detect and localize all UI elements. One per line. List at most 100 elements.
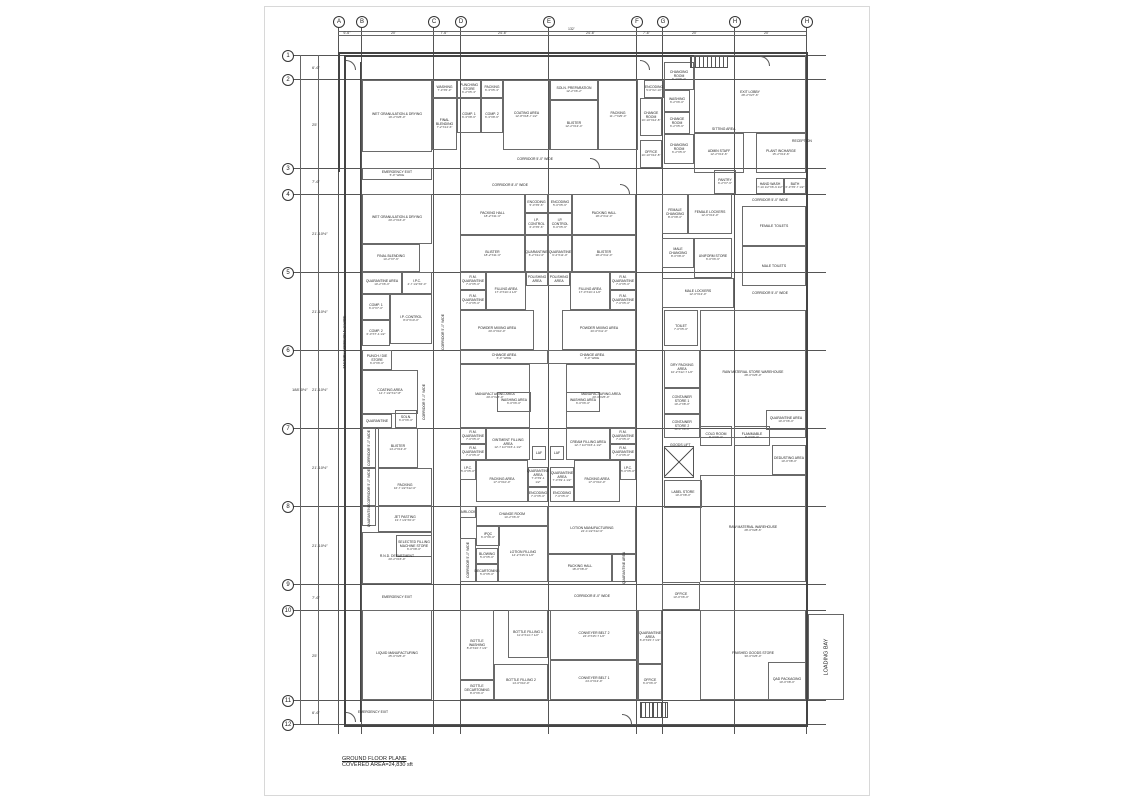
room-label: FILLING AREA: [578, 287, 602, 292]
room-label: ENCODING: [644, 85, 664, 90]
room-label: IPQC: [483, 532, 493, 537]
room-label: COMP. 2: [485, 111, 499, 116]
room-dimensions: 12'-0"X13'-0": [701, 213, 719, 218]
room-dimensions: 6'-3"X5'-7 1/2": [785, 185, 805, 190]
room-dimensions: 14'-2"X13'-0": [389, 447, 407, 452]
room-dimensions: 8'-0"X8'-0": [671, 254, 685, 259]
room-label: PACKING: [610, 111, 626, 116]
grid-line-col-G: [662, 22, 663, 734]
corridor-left-label: CORRIDOR 5'-0" WIDE: [440, 314, 445, 350]
room-label: DEDUSTING AREA: [774, 456, 804, 461]
room-dimensions: 6'-0"X8'-0": [407, 547, 421, 552]
grid-bubble-row-5: 5: [282, 267, 294, 279]
row-dim-text: 21'-10½": [312, 387, 328, 392]
room-dimensions: 6'-2"X5'-6": [670, 124, 684, 129]
room-label: BLOWING: [478, 552, 495, 557]
room-label: I.P. CONTROL: [399, 315, 423, 320]
room-dimensions: 6'-0"X6'-0": [399, 418, 413, 423]
room-label: POLISHING AREA: [549, 275, 569, 283]
room-label: MALE TOILETS: [761, 264, 787, 268]
column-dim-text: 24'-6": [586, 31, 595, 35]
room-dimensions: 14'-2"X7'-6": [383, 257, 399, 262]
room-dimensions: 6'-0" WIDE: [496, 356, 512, 361]
room-dimensions: 12'-2"X13'-6": [710, 152, 728, 157]
grid-bubble-row-9: 9: [282, 579, 294, 591]
grid-line-col-H1: [734, 22, 735, 734]
room-label: CONTAINER STORE 2: [672, 420, 692, 429]
grid-line-col-C: [433, 22, 434, 734]
room-dimensions: 12'-7 1/2"X15'-1 1/2": [574, 443, 602, 448]
room-dimensions: 19'-2"X25'-0": [388, 115, 406, 120]
column-dim-text: 24'-6": [498, 31, 507, 35]
room-dimensions: 6'-2"X5'-3": [462, 90, 476, 95]
grid-bubble-row-8: 8: [282, 501, 294, 513]
room-label: WASHING: [436, 85, 453, 90]
room-dimensions: 7'-0"X5'-0": [466, 437, 480, 442]
room-label: PUNCHING STORE: [459, 83, 479, 92]
room-label: EXIT LOBBY: [740, 90, 760, 95]
room-dimensions: 10'-10"X12'-8": [641, 153, 661, 158]
grid-line-col-B: [361, 22, 362, 734]
grid-bubble-row-10: 10: [282, 605, 294, 617]
room-dimensions: 10'-0"X8'-0": [675, 493, 691, 498]
room-label: CORRIDOR 5'-0" WIDE: [517, 157, 553, 161]
room-dimensions: 28'-0"X28'-6": [744, 527, 762, 532]
room-label: POLISHING AREA: [527, 275, 547, 283]
room-dimensions: 6'-2"X5'-6": [672, 150, 686, 155]
room-label: CONVEYER BELT 1: [578, 676, 610, 681]
room-label: QUARANTINE: [548, 249, 572, 254]
room-dimensions: 18'-0"X8'-0": [572, 567, 588, 572]
room-dimensions: 12'-2"X13'-4": [565, 124, 583, 129]
room-male-toilets: MALE TOILETS: [742, 246, 806, 286]
drawing-title: GROUND FLOOR PLANE: [342, 756, 407, 762]
room-dimensions: 7'-0"X5'-0": [616, 282, 630, 287]
grid-bubble-col-G: G: [657, 16, 669, 28]
room-dimensions: 6'-0"X6'-0": [576, 401, 590, 406]
room-polishing-area: POLISHING AREA: [526, 272, 548, 286]
room-label: SELECTED FILLING MACHINE STORE: [398, 540, 430, 549]
staircase-bottom-2: [652, 702, 668, 718]
goods-lift: [664, 446, 694, 478]
room-label: QAD PACKAGING: [772, 677, 802, 682]
room-label: FILLING AREA: [494, 287, 518, 292]
room-label: CORRIDOR 8'-0" WIDE: [492, 183, 528, 187]
inner-wall-left: [360, 62, 361, 722]
room-label: CHANGE ROOM: [643, 111, 659, 120]
room-dimensions: 8'-0"X6'-0": [745, 435, 759, 440]
room-dimensions: 5'-0"X2'-10": [646, 88, 662, 93]
room-label: CORRIDOR 5'-0" WIDE: [752, 291, 788, 295]
room-label: COMP. 2: [369, 329, 383, 334]
room-label: COATING AREA: [377, 388, 403, 393]
room-dimensions: 5'-0"X5'-0": [461, 469, 475, 474]
room-dimensions: 17'-0"X10'-0": [588, 480, 606, 485]
room-label: ENCODING: [527, 199, 546, 204]
row-dim-text: 7'-6": [312, 595, 320, 600]
room-label: FLAMMABLE: [741, 432, 763, 437]
room-label: CORRIDOR 8'-0" WIDE: [574, 594, 610, 598]
room-corridor-5-0-wide: CORRIDOR 5'-0" WIDE: [734, 286, 806, 300]
